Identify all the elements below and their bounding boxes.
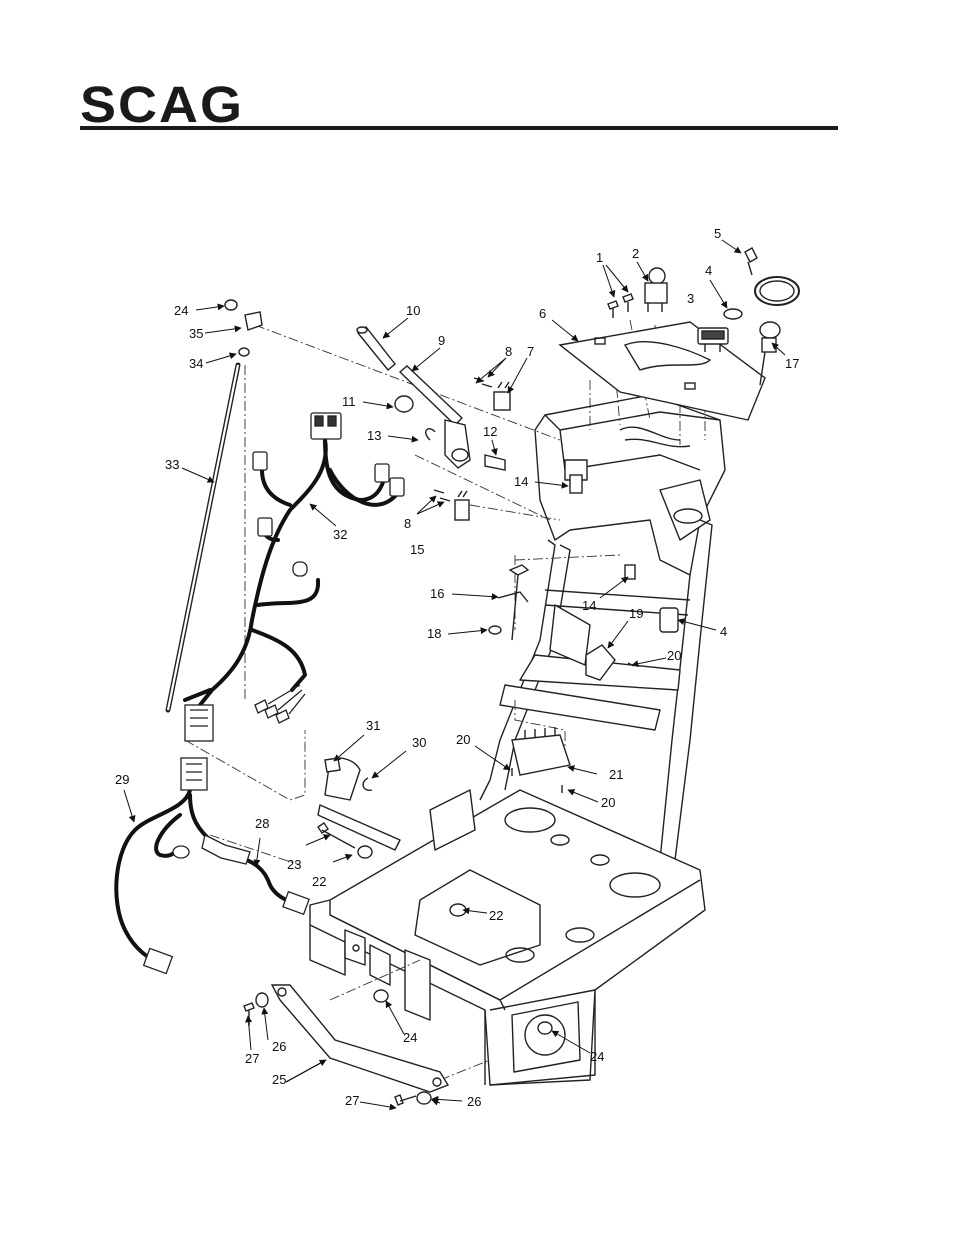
callout-13: 13 xyxy=(367,428,381,443)
callout-3: 3 xyxy=(687,291,694,306)
callout-28: 28 xyxy=(255,816,269,831)
callout-34: 34 xyxy=(189,356,203,371)
callout-15: 15 xyxy=(410,542,424,557)
callout-4-panel: 4 xyxy=(705,263,712,278)
callout-20-lower: 20 xyxy=(601,795,615,810)
callout-6: 6 xyxy=(539,306,546,321)
callout-2: 2 xyxy=(632,246,639,261)
frame-assembly xyxy=(309,394,726,1086)
page-header: SCAG xyxy=(0,0,954,140)
callout-4-right: 4 xyxy=(720,624,727,639)
callout-24-right: 24 xyxy=(590,1049,604,1064)
lever-parts xyxy=(224,299,679,1035)
callout-5: 5 xyxy=(714,226,721,241)
wire-harness-lower-connectors xyxy=(142,757,310,975)
callout-leaders xyxy=(123,239,786,1111)
callout-27-right: 27 xyxy=(345,1093,359,1108)
callout-29: 29 xyxy=(115,772,129,787)
callout-18: 18 xyxy=(427,626,441,641)
callout-7: 7 xyxy=(527,344,534,359)
callout-30: 30 xyxy=(412,735,426,750)
callout-19: 19 xyxy=(629,606,643,621)
control-panel-parts xyxy=(558,247,800,421)
callout-10: 10 xyxy=(406,303,420,318)
callout-1: 1 xyxy=(596,250,603,265)
callout-33: 33 xyxy=(165,457,179,472)
callout-14-lower: 14 xyxy=(582,598,596,613)
callout-23: 23 xyxy=(287,857,301,872)
callout-27-left: 27 xyxy=(245,1051,259,1066)
callout-20-left: 20 xyxy=(456,732,470,747)
callout-25: 25 xyxy=(272,1072,286,1087)
wire-harness-connectors xyxy=(184,412,405,742)
callout-9: 9 xyxy=(438,333,445,348)
callout-32: 32 xyxy=(333,527,347,542)
callout-31: 31 xyxy=(366,718,380,733)
lower-bar-parts xyxy=(243,984,450,1106)
callout-16: 16 xyxy=(430,586,444,601)
scag-logo: SCAG xyxy=(80,76,245,134)
callout-24-center: 24 xyxy=(403,1030,417,1045)
callout-12: 12 xyxy=(483,424,497,439)
callout-8-lower: 8 xyxy=(404,516,411,531)
header-rule xyxy=(80,126,838,130)
callout-21: 21 xyxy=(609,767,623,782)
callout-22-center: 22 xyxy=(489,908,503,923)
threaded-rod xyxy=(165,362,241,713)
callout-26-left: 26 xyxy=(272,1039,286,1054)
callout-22-left: 22 xyxy=(312,874,326,889)
callout-8-upper: 8 xyxy=(505,344,512,359)
callout-26-right: 26 xyxy=(467,1094,481,1109)
callout-20-upper: 20 xyxy=(667,648,681,663)
callout-11: 11 xyxy=(342,394,356,409)
callout-labels: 1 2 3 4 5 6 7 8 8 9 10 11 12 13 14 14 15… xyxy=(115,226,799,1109)
callout-24-top: 24 xyxy=(174,303,188,318)
callout-14-upper: 14 xyxy=(514,474,528,489)
callout-35: 35 xyxy=(189,326,203,341)
callout-17: 17 xyxy=(785,356,799,371)
